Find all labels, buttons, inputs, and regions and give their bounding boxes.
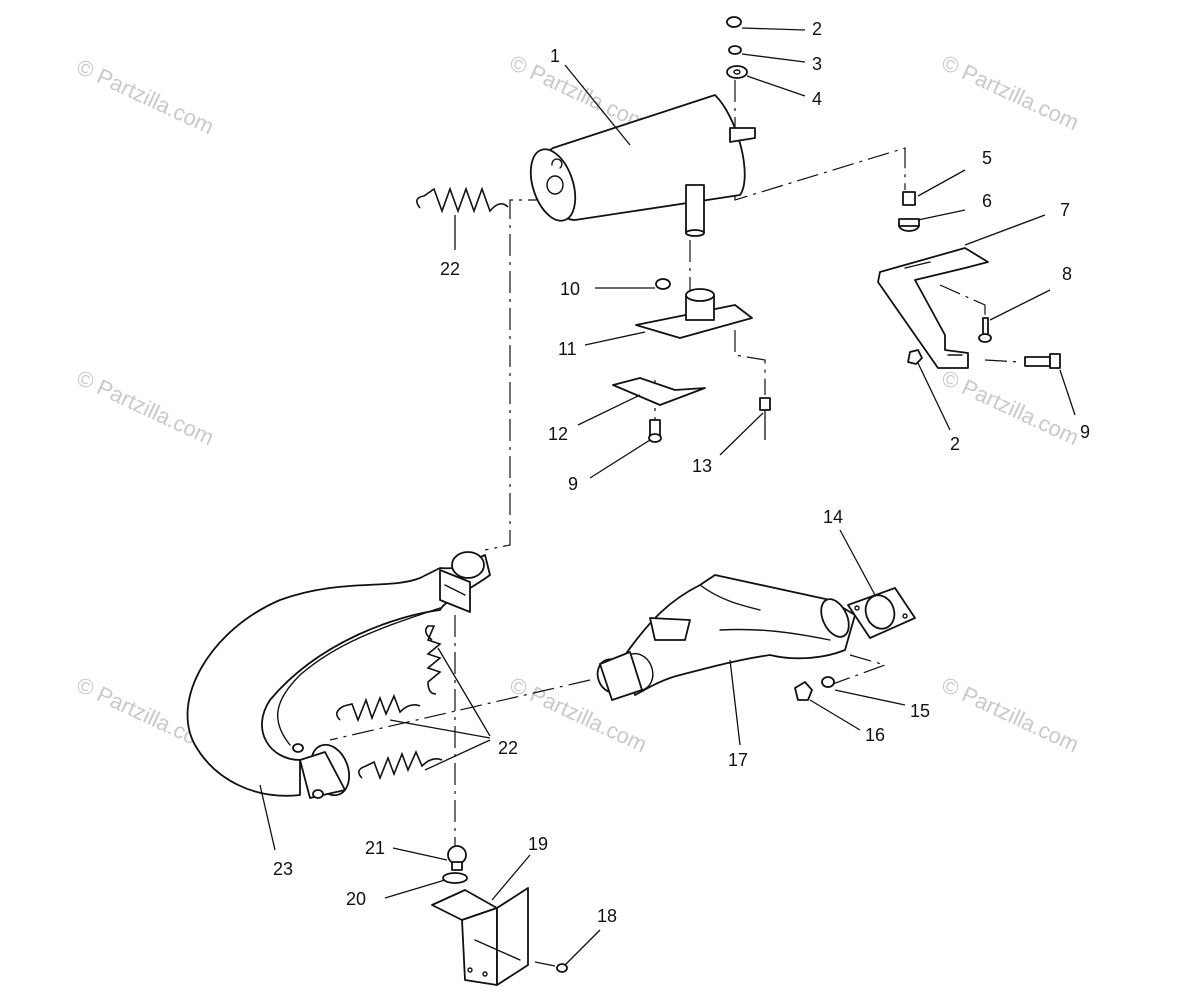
springs [336, 186, 509, 781]
callout-22-top: 22 [440, 259, 460, 279]
callout-18: 18 [597, 906, 617, 926]
assembly-lines [329, 80, 1021, 850]
callout-23: 23 [273, 859, 293, 879]
callouts: 1 2 3 4 5 6 7 8 9 2 10 11 12 9 13 22 14 … [273, 19, 1090, 926]
mount-plate [612, 278, 771, 443]
callout-13: 13 [692, 456, 712, 476]
callout-15: 15 [910, 701, 930, 721]
callout-9-left: 9 [568, 474, 578, 494]
callout-17: 17 [728, 750, 748, 770]
exhaust-manifold [596, 574, 856, 701]
callout-2: 2 [812, 19, 822, 39]
muffler [529, 94, 756, 237]
watermark: © Partzilla.com [938, 50, 1083, 135]
grommet [898, 191, 920, 232]
bolts-right [907, 317, 1061, 369]
callout-6: 6 [982, 191, 992, 211]
callout-11: 11 [558, 339, 577, 359]
watermark: © Partzilla.com [73, 365, 218, 450]
callout-20: 20 [346, 889, 366, 909]
head-pipe [186, 551, 491, 799]
callout-1: 1 [550, 46, 560, 66]
callout-10: 10 [560, 279, 580, 299]
callout-16: 16 [865, 725, 885, 745]
hardware-top [726, 16, 748, 79]
callout-21: 21 [365, 838, 385, 858]
callout-22-lower: 22 [498, 738, 518, 758]
manifold-hardware [794, 676, 835, 701]
callout-19: 19 [528, 834, 548, 854]
callout-9: 9 [1080, 422, 1090, 442]
callout-14: 14 [823, 507, 843, 527]
leader-lines [259, 27, 1076, 966]
gasket [847, 587, 916, 639]
watermark: © Partzilla.com [938, 672, 1083, 757]
callout-4: 4 [812, 89, 822, 109]
callout-3: 3 [812, 54, 822, 74]
callout-7: 7 [1060, 200, 1070, 220]
callout-5: 5 [982, 148, 992, 168]
callout-8: 8 [1062, 264, 1072, 284]
callout-12: 12 [548, 424, 568, 444]
callout-2-lower: 2 [950, 434, 960, 454]
lower-bracket [431, 845, 568, 986]
watermark: © Partzilla.com [73, 54, 218, 139]
right-bracket [877, 247, 989, 369]
